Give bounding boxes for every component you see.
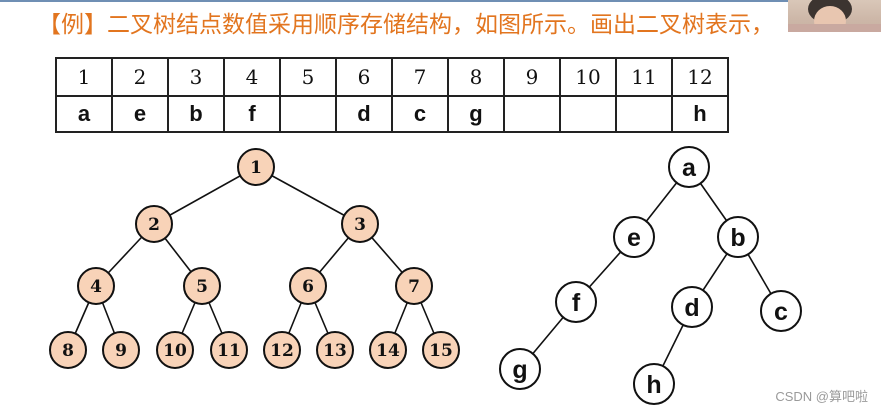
letter-tree-node: h <box>634 364 674 404</box>
letter-tree-node-label: h <box>646 371 661 399</box>
csdn-watermark: CSDN @算吧啦 <box>740 386 868 405</box>
letter-tree-node: f <box>556 282 596 322</box>
letter-tree-node-label: c <box>774 298 788 326</box>
letter-tree-node: e <box>614 217 654 257</box>
letter-tree-node-label: a <box>682 154 697 182</box>
letter-tree-node: a <box>669 147 709 187</box>
letter-tree-node: d <box>672 287 712 327</box>
letter-tree-node-label: b <box>730 224 745 252</box>
letter-tree-node: c <box>761 291 801 331</box>
letter-tree-node: b <box>718 217 758 257</box>
letter-tree-node-label: g <box>512 356 527 384</box>
letter-tree-node-label: d <box>684 294 699 322</box>
letter-tree-node-label: e <box>627 224 641 252</box>
letter-tree-node-label: f <box>572 289 581 317</box>
letter-tree-node: g <box>500 349 540 389</box>
